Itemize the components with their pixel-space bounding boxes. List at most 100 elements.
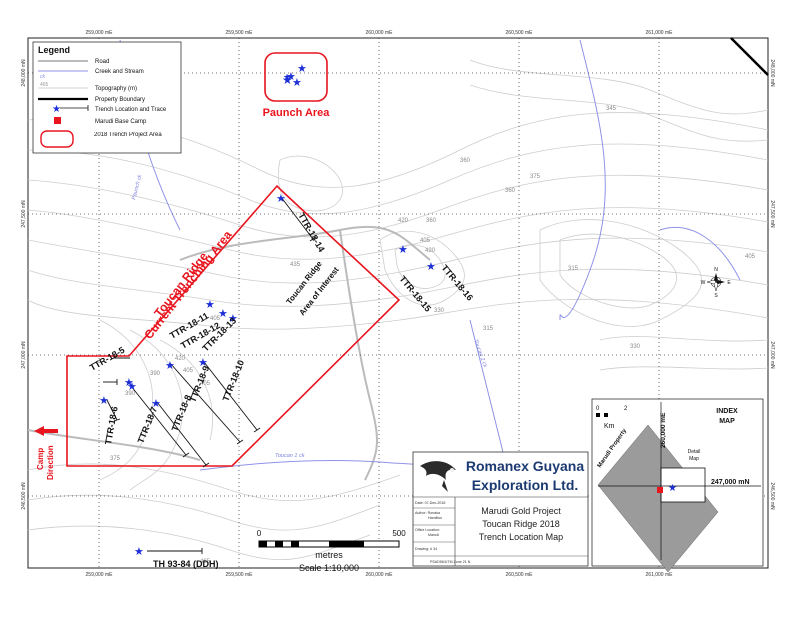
svg-text:★: ★ [398,244,408,256]
svg-text:★: ★ [426,261,436,273]
legend-item-label: Road [95,59,109,65]
index-map-title-1: INDEX [716,408,738,415]
camp-label: Camp [36,448,45,470]
topo-sample-label: 465 [40,82,49,88]
detail-trench-star-icon: ★ [668,483,677,494]
legend: Legend ck 465 ★ Road Creek and Stream To… [32,41,182,154]
grid-top-label: 260,500 mE [506,30,534,36]
svg-text:★: ★ [286,71,296,83]
grid-bottom-label: 259,000 mE [86,572,114,578]
contour-label: 360 [426,218,437,224]
legend-title: Legend [38,45,70,55]
camp-symbol [54,117,61,124]
scale-start-label: 0 [257,529,262,538]
office-name: Marudi [428,533,439,537]
grid-left-label: 247,500 mN [21,200,27,228]
grid-bottom-label: 259,500 mE [226,572,254,578]
creek-sample-label: ck [40,74,46,80]
grid-left-label: 247,000 mN [21,341,27,369]
author-name: Hamilton [428,516,442,520]
grid-top-label: 259,500 mE [226,30,254,36]
grid-top-label: 259,000 mE [86,30,114,36]
paunch-trench-stars: ★ ★ ★ ★ ★ [282,63,307,89]
contour-labels: 345 360 375 360 420 360 405 420 330 315 … [110,106,756,565]
compass-e: E [727,280,731,286]
svg-text:★: ★ [198,357,208,369]
index-map: ★ 0 2 Km INDEX MAP Marudi Property Detai… [591,398,764,573]
legend-item-label: Topography (m) [95,86,137,92]
contour-label: 465 [200,559,211,565]
svg-text:★: ★ [276,193,286,205]
area-symbol [40,130,74,148]
index-scale-bar [596,413,612,417]
index-easting-label: 260,000 mE [660,412,667,448]
svg-text:★: ★ [127,381,137,393]
grid-bottom-label: 260,500 mE [506,572,534,578]
svg-text:★: ★ [134,546,144,558]
svg-text:★: ★ [151,398,161,410]
map-title-line-2: Toucan Ridge 2018 [482,519,560,529]
svg-text:★: ★ [218,308,228,320]
legend-item-label: 2018 Trench Project Area [94,132,162,138]
grid-right-label: 247,500 mN [769,200,775,228]
grid-right-label: 248,000 mN [769,59,775,87]
svg-text:★: ★ [292,77,302,89]
trench-traces [103,196,317,468]
contour-label: 405 [210,316,221,322]
trench-stars: ★ ★ ★ ★ ★ ★ ★ ★ ★ ★ ★ ★ ★ [99,193,436,558]
ddh-label: TH 93-84 (DDH) [153,559,219,569]
contour-label: 360 [460,158,471,164]
contour-label: 330 [434,308,445,314]
compass-n: N [714,267,718,273]
compass-s: S [714,293,718,299]
office-label: Office Location: [415,528,440,532]
company-name-line-1: Romanex Guyana [466,458,584,474]
svg-text:★: ★ [282,73,293,87]
paunch-area-label: Paunch Area [263,107,331,119]
base-camp-marker [657,487,663,493]
index-detail-label-1: Detail [688,449,701,455]
svg-text:★: ★ [124,377,134,389]
contour-label: 405 [183,368,194,374]
date-label: Date: 07-Dec-2018 [415,501,445,505]
grid-left-label: 246,500 mN [21,482,27,510]
grid-top-label: 261,000 mE [646,30,674,36]
marudi-property-polygon [597,424,719,573]
direction-label: Direction [46,445,55,480]
scale-ratio-label: Scale 1:10,000 [299,563,359,573]
toucan-creek-label: Toucan 1 ck [275,453,305,459]
grid-bottom-label: 261,000 mE [646,572,674,578]
map-title-line-1: Marudi Gold Project [481,506,561,516]
contour-label: 375 [530,174,541,180]
grid-right-label: 246,500 mN [769,482,775,510]
contour-label: 420 [398,218,409,224]
company-logo-eagle-icon [420,461,456,492]
contour-label: 390 [150,371,161,377]
grid-bottom-label: 260,000 mE [366,572,394,578]
svg-text:★: ★ [205,299,215,311]
legend-item-label: Trench Location and Trace [95,107,167,113]
svg-text:★: ★ [283,72,291,82]
legend-item-label: Creek and Stream [95,69,144,75]
index-northing-label: 247,000 mN [711,479,750,486]
title-block: Romanex Guyana Exploration Ltd. Date: 07… [412,451,589,567]
contour-label: 405 [745,254,756,260]
contour-label: 315 [483,326,494,332]
index-scale-0: 0 [596,406,600,412]
legend-item-label: Property Boundary [95,97,145,103]
contour-label: 420 [175,356,186,362]
scale-end-label: 500 [392,529,406,538]
contour-label: 330 [630,344,641,350]
svg-text:★: ★ [297,63,307,75]
svg-text:★: ★ [165,360,175,372]
company-name-line-2: Exploration Ltd. [472,477,579,493]
author-label: Author: Ronaka [415,511,440,515]
contour-label: 315 [568,266,579,272]
legend-item-label: Marudi Base Camp [95,119,147,125]
index-scale-2: 2 [624,406,628,412]
camp-direction-arrow [34,426,58,436]
svg-text:★: ★ [99,395,109,407]
north-arrow-icon: N S E W [701,267,732,299]
compass-w: W [701,280,706,286]
